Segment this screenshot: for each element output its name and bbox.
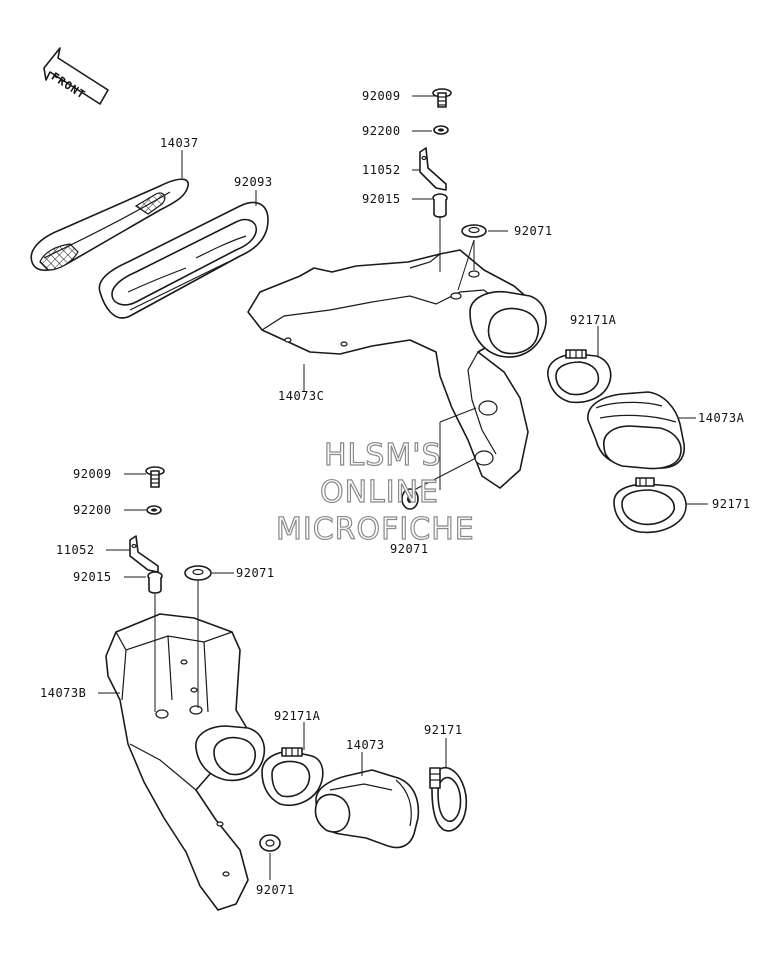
duct-14073B: [105, 613, 266, 911]
collar-92015-lower: [147, 571, 163, 594]
washer-92200-upper: [433, 125, 449, 135]
front-arrow-icon: [43, 47, 109, 105]
part-label: 14073A: [698, 411, 745, 425]
washer-92200-lower: [146, 505, 162, 515]
part-label: 92015: [73, 570, 112, 584]
part-label: 11052: [56, 543, 95, 557]
part-label: 92200: [73, 503, 112, 517]
watermark-line-1: HLSM'S: [323, 437, 442, 473]
grommet-92071-upper: [461, 224, 487, 238]
grommet-92071-mid: [401, 488, 419, 510]
part-label: 92093: [234, 175, 273, 189]
clamp-92171A-upper: [547, 349, 612, 404]
bolt-92009-lower: [145, 466, 165, 488]
clamp-92171-lower: [429, 766, 468, 832]
part-label: 92171A: [570, 313, 617, 327]
seal-band-92093: [98, 201, 269, 319]
bolt-92009-upper: [432, 88, 452, 108]
filter-mesh-14037: [30, 178, 189, 272]
part-label: 11052: [362, 163, 401, 177]
bracket-11052-lower: [129, 535, 159, 573]
clamp-92171A-lower: [261, 747, 324, 806]
part-label: 92200: [362, 124, 401, 138]
collar-92015-upper: [432, 193, 448, 218]
grommet-92071-lower-bottom: [259, 834, 281, 852]
part-label: 92071: [390, 542, 429, 556]
boot-14073A: [587, 391, 685, 470]
part-label: 14073: [346, 738, 385, 752]
part-label: 14037: [160, 136, 199, 150]
part-label: 92171: [712, 497, 751, 511]
bracket-11052-upper: [419, 147, 447, 191]
clamp-92171-upper: [613, 477, 687, 534]
part-label: 92071: [236, 566, 275, 580]
part-label: 92009: [73, 467, 112, 481]
part-label: 92171A: [274, 709, 321, 723]
leader-lines: [98, 95, 708, 880]
part-label: 92009: [362, 89, 401, 103]
part-label: 14073B: [40, 686, 87, 700]
part-label: 92171: [424, 723, 463, 737]
part-label: 92015: [362, 192, 401, 206]
part-label: 92071: [256, 883, 295, 897]
part-label: 92071: [514, 224, 553, 238]
part-label: 14073C: [278, 389, 325, 403]
hose-14073: [314, 769, 420, 849]
grommet-92071-lower-top: [184, 565, 212, 581]
watermark-line-2: ONLINE: [319, 474, 440, 510]
duct-14073C: [247, 249, 547, 489]
watermark-line-3: MICROFICHE: [275, 511, 475, 547]
